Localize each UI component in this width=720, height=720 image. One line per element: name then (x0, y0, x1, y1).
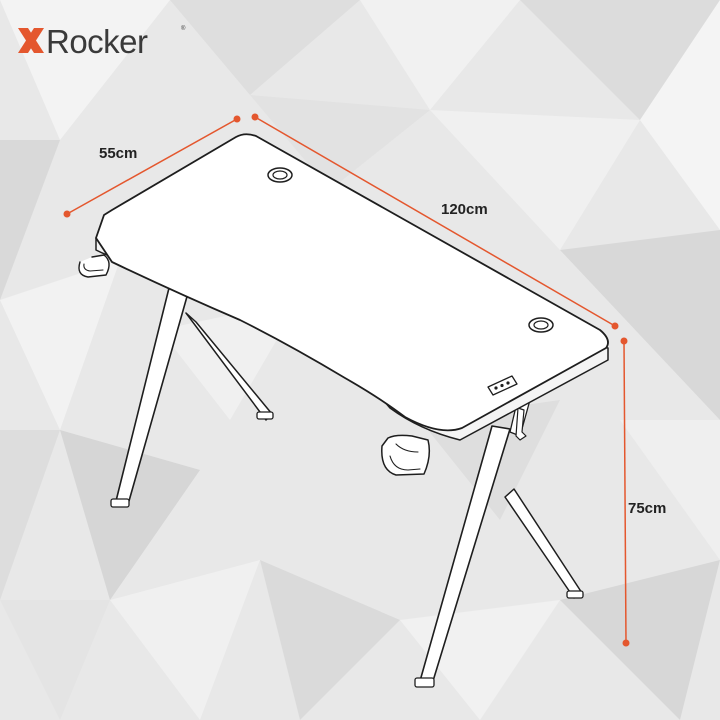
desktop-top (95, 133, 609, 432)
cable-clip (515, 407, 527, 441)
grommet-back (267, 167, 293, 183)
front-leg-right (414, 397, 531, 688)
dimension-width-label: 120cm (441, 201, 488, 218)
back-leg-right (504, 488, 584, 599)
dimension-depth-label: 55cm (99, 145, 137, 162)
desk-drawing (78, 133, 609, 688)
grommet-right (528, 317, 554, 333)
dimension-height-label: 75cm (628, 500, 666, 517)
trademark-symbol: ® (181, 25, 186, 32)
control-panel (487, 375, 518, 396)
dimension-width: 120cm (251, 113, 619, 330)
dimension-height: 75cm (620, 337, 666, 647)
back-leg-left (185, 312, 274, 421)
dimension-depth: 55cm (63, 115, 241, 218)
logo-x-mark (18, 28, 44, 53)
xrocker-logo: Rocker ® (18, 23, 186, 60)
cup-holder (381, 434, 431, 476)
headphone-hook-left (78, 254, 110, 278)
brand-name: Rocker (46, 23, 148, 60)
